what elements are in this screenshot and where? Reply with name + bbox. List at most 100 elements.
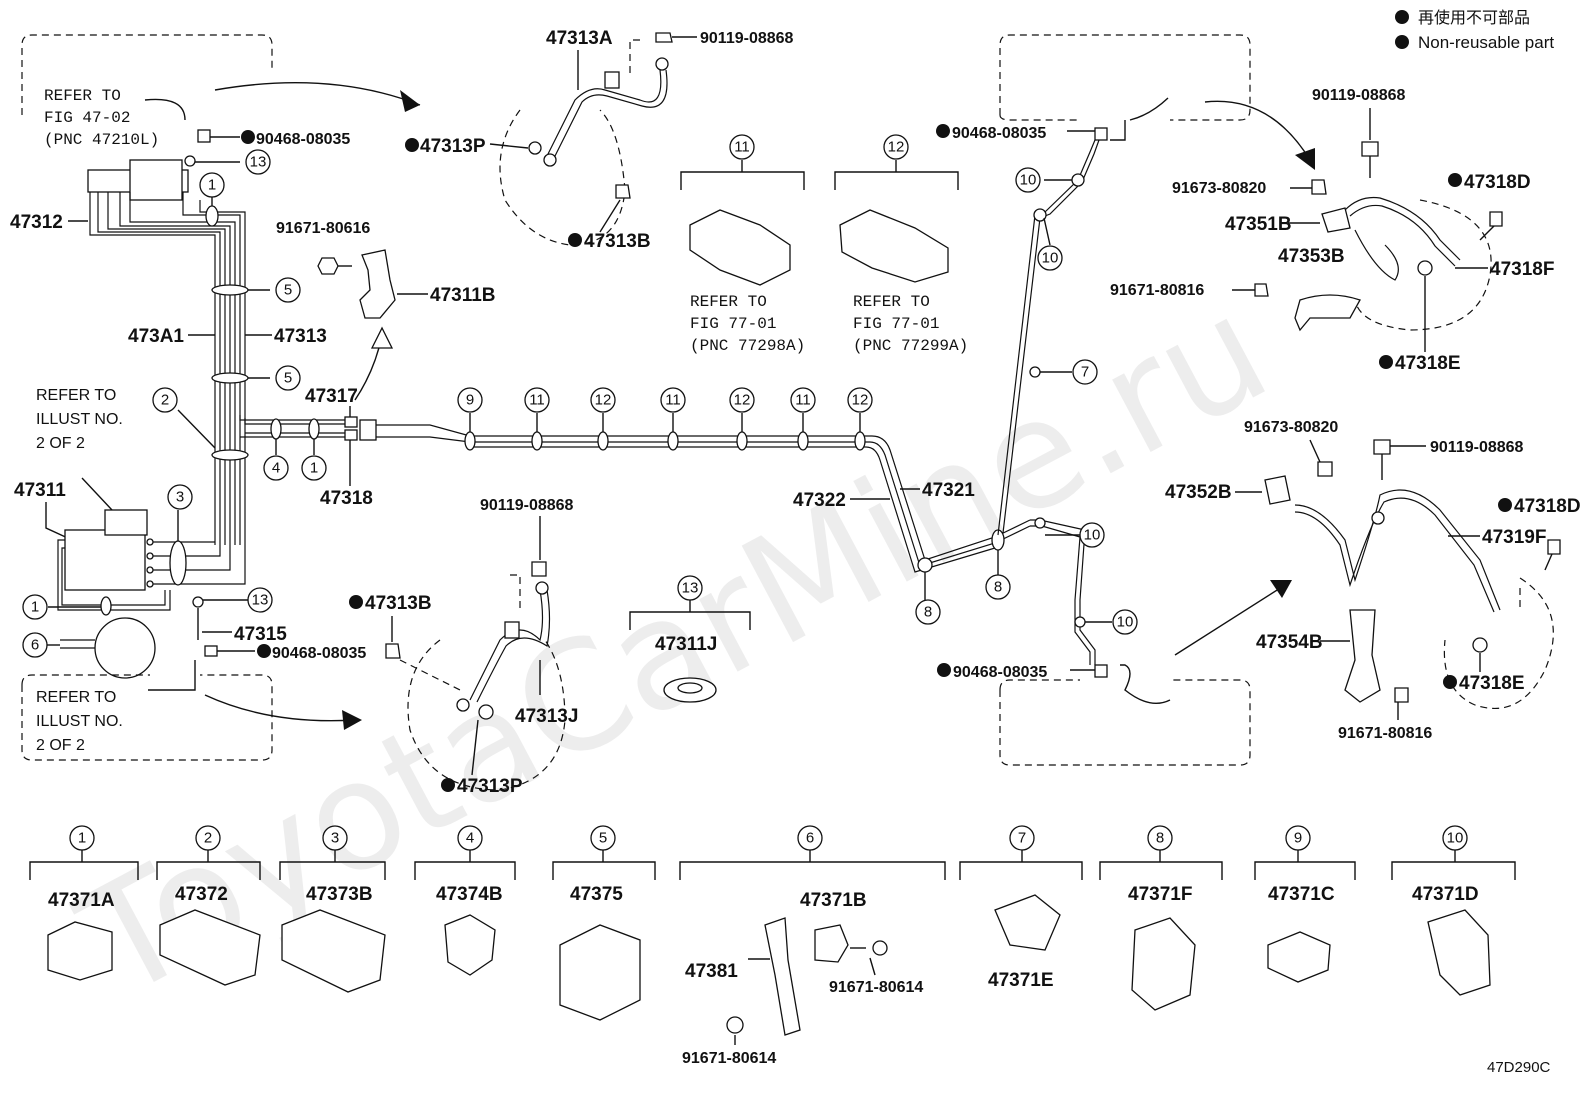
ref-box-top-left	[21, 34, 273, 115]
part-47318E-top: 47318E	[1395, 353, 1461, 374]
svg-text:ILLUST NO.: ILLUST NO.	[36, 713, 123, 730]
callout-9: 9	[466, 392, 474, 409]
pipe-stub	[148, 660, 196, 691]
part-47313B-mid: 47313B	[365, 593, 432, 614]
arrow-head-icon	[400, 90, 420, 112]
part-47313J: 47313J	[515, 706, 578, 727]
non-reusable-dot-icon	[1443, 675, 1457, 689]
callout-5: 5	[284, 282, 292, 299]
part-47371C: 47371C	[1268, 884, 1335, 905]
union-bolt	[543, 153, 557, 167]
callout-circles: 1 13 5 5 2 4 1 3 1 13 6 11 12 9 11 12 11…	[22, 134, 1468, 851]
non-reusable-dot-icon	[1448, 173, 1462, 187]
legend-en: Non-reusable part	[1418, 33, 1554, 52]
clamp	[169, 540, 187, 586]
non-reusable-dot-icon	[257, 644, 271, 658]
arrow-line	[204, 694, 356, 722]
callout-8: 8	[924, 604, 932, 621]
part-47318F: 47318F	[1490, 259, 1554, 280]
bolt-icon	[385, 643, 401, 659]
ref-box-upper-right	[999, 34, 1251, 121]
flex-hose-b	[476, 589, 551, 703]
leader	[177, 409, 216, 449]
wheel-outline	[499, 109, 626, 246]
union-bracket	[359, 419, 377, 441]
svg-text:(PNC 77298A): (PNC 77298A)	[690, 337, 805, 355]
part-90119-08868-right-bot: 90119-08868	[1430, 439, 1524, 456]
clamp	[1033, 208, 1047, 222]
callout-11: 11	[795, 392, 811, 409]
svg-text:(PNC 77299A): (PNC 77299A)	[853, 337, 968, 355]
ref-top-left-text: REFER TO FIG 47-02 (PNC 47210L)	[44, 87, 159, 149]
bolt-icon	[1547, 539, 1561, 555]
bracket-47353B	[1294, 294, 1361, 332]
part-91671-80616: 91671-80616	[276, 220, 370, 237]
callout-10: 10	[1042, 250, 1059, 267]
wheel-outline	[407, 639, 566, 791]
part-47322: 47322	[793, 490, 846, 511]
part-47311B: 47311B	[430, 285, 496, 306]
arrow-line	[214, 82, 421, 106]
leader	[599, 199, 621, 233]
part-90119-08868-mid: 90119-08868	[480, 497, 574, 514]
flex-hose-b	[1349, 204, 1456, 267]
arrow-line	[1204, 100, 1311, 161]
pipe-pair-horizontal	[239, 415, 345, 438]
callout-6: 6	[806, 830, 814, 847]
part-91671-80614-b: 91671-80614	[682, 1050, 776, 1067]
callout-8: 8	[994, 579, 1002, 596]
callout-4: 4	[466, 830, 474, 847]
bracket-47351B	[1321, 207, 1351, 233]
reservoir	[94, 617, 156, 679]
part-90468-08035: 90468-08035	[256, 131, 350, 148]
bolt-icon	[615, 184, 631, 199]
callout-10: 10	[1084, 527, 1101, 544]
pipe-stub	[1120, 664, 1171, 704]
part-47311J: 47311J	[655, 634, 717, 655]
non-reusable-dot-icon	[936, 124, 950, 138]
callout-1: 1	[310, 460, 318, 477]
leader	[1043, 217, 1051, 246]
legend: 再使用不可部品 Non-reusable part	[1395, 9, 1554, 52]
part-47371B: 47371B	[800, 890, 867, 911]
part-47375: 47375	[570, 884, 623, 905]
callout-1: 1	[208, 177, 216, 194]
dash-leader	[510, 574, 521, 610]
legend-cn: 再使用不可部品	[1418, 9, 1530, 27]
part-90468-08035-b: 90468-08035	[272, 645, 366, 662]
non-reusable-dot-icon	[1395, 10, 1409, 24]
flex-hose-loop	[1354, 229, 1399, 281]
bracket-47352B	[1264, 475, 1291, 505]
callout-8: 8	[1156, 830, 1164, 847]
union-fitting	[344, 429, 358, 441]
part-47353B: 47353B	[1278, 246, 1345, 267]
part-47318D-top: 47318D	[1464, 172, 1531, 193]
ref-box-lower-right	[999, 679, 1251, 766]
bolt-icon	[872, 940, 888, 956]
part-47373B: 47373B	[306, 884, 373, 905]
wheel-outline	[1354, 199, 1492, 331]
bolt-icon	[1489, 211, 1503, 227]
ref-line: (PNC 47210L)	[44, 131, 159, 149]
part-47321: 47321	[922, 480, 975, 501]
bolt-icon	[317, 257, 339, 275]
part-47381: 47381	[685, 961, 738, 982]
svg-text:REFER TO: REFER TO	[36, 689, 116, 706]
clamp-47375-drawing	[559, 924, 641, 1021]
wheel-outline	[1443, 577, 1554, 709]
arrow-head-icon	[1270, 580, 1292, 598]
pipe-bundle-vertical	[89, 192, 246, 545]
part-47351B: 47351B	[1225, 214, 1292, 235]
clamp	[1071, 173, 1085, 187]
leader	[81, 477, 113, 511]
non-reusable-dot-icon	[1498, 498, 1512, 512]
part-47313B-top: 47313B	[584, 231, 651, 252]
clamp-47372-drawing	[159, 909, 261, 986]
bolt-icon	[1317, 461, 1333, 477]
non-reusable-dot-icon	[441, 778, 455, 792]
ref-illust-upper-text: REFER TO ILLUST NO. 2 OF 2	[36, 387, 123, 452]
washer	[528, 141, 542, 155]
leader	[471, 719, 479, 776]
non-reusable-dot-icon	[241, 130, 255, 144]
